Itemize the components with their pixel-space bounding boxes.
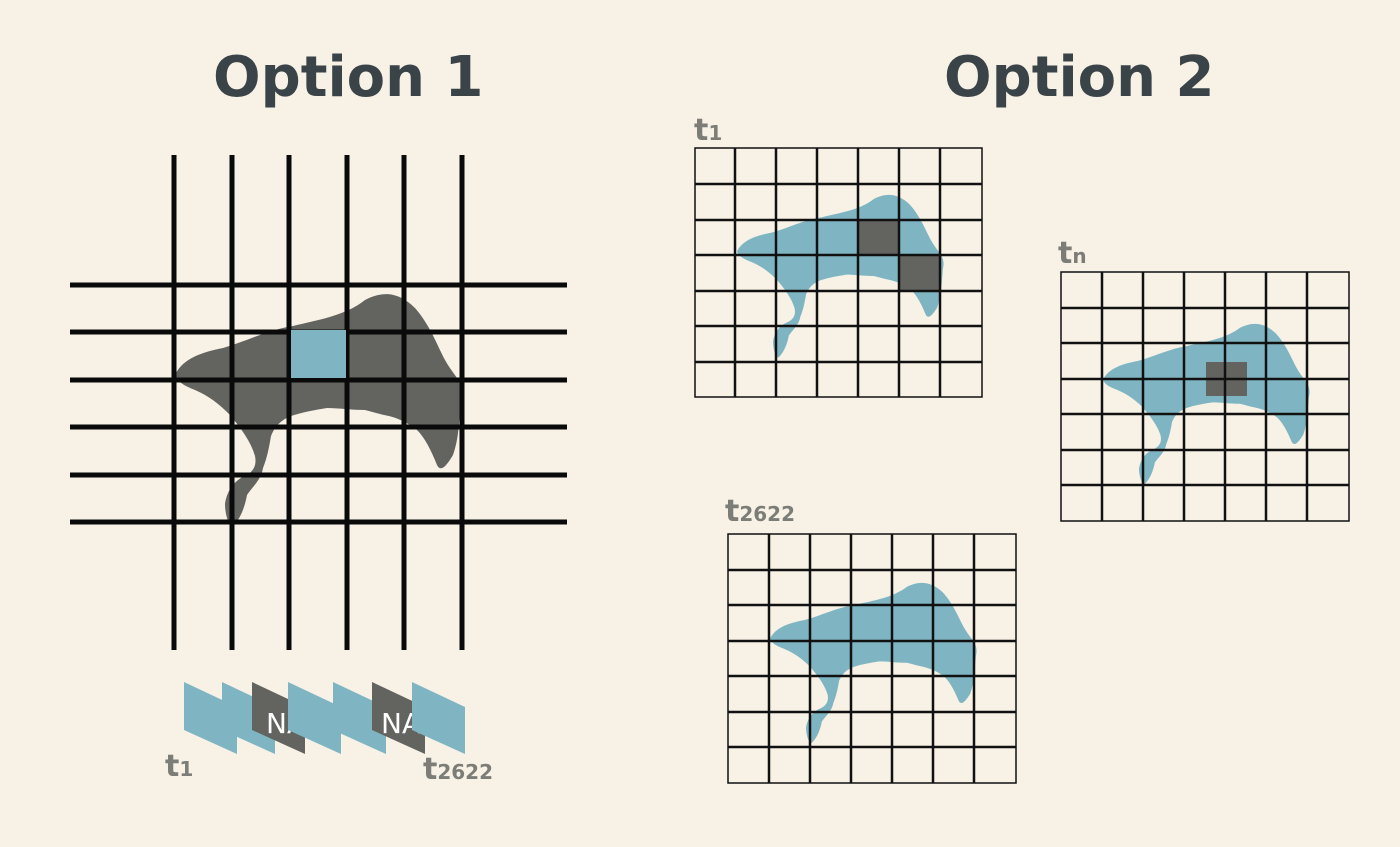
stack-cell bbox=[222, 682, 275, 754]
stack-cell-na bbox=[252, 682, 305, 754]
option-1-lake bbox=[175, 294, 462, 527]
stack-cell bbox=[288, 682, 341, 754]
stack-cell bbox=[184, 682, 237, 754]
option-1-time-stack: NA NA bbox=[184, 682, 465, 754]
option-2-frame-t2622: t2622 bbox=[725, 494, 1017, 784]
frame-t2622-lake bbox=[770, 582, 977, 743]
frame-tn-label: tn bbox=[1058, 236, 1087, 271]
frame-t2622-label: t2622 bbox=[725, 494, 795, 529]
option-1-selected-cell bbox=[291, 330, 346, 378]
option-2-frame-tn: tn bbox=[1058, 236, 1350, 522]
frame-t1-label: t1 bbox=[694, 113, 722, 148]
frame-tn-grid bbox=[1060, 271, 1350, 522]
stack-end-label: t2622 bbox=[423, 752, 493, 787]
frame-t1-missing-cell bbox=[900, 256, 941, 290]
option-1-diagram: NA NA t1 t2622 bbox=[70, 155, 567, 787]
stack-cell bbox=[333, 682, 386, 754]
stack-start-label: t1 bbox=[165, 749, 193, 784]
option-1-title: Option 1 bbox=[213, 45, 484, 110]
frame-t1-grid bbox=[694, 147, 983, 398]
option-2-frame-t1: t1 bbox=[694, 113, 983, 398]
frame-t1-missing-cell bbox=[858, 221, 899, 255]
stack-cell-na bbox=[372, 682, 425, 754]
stack-cell bbox=[412, 682, 465, 754]
option-2-title: Option 2 bbox=[944, 45, 1215, 110]
frame-tn-lake bbox=[1103, 323, 1310, 484]
frame-t2622-grid bbox=[727, 533, 1017, 784]
